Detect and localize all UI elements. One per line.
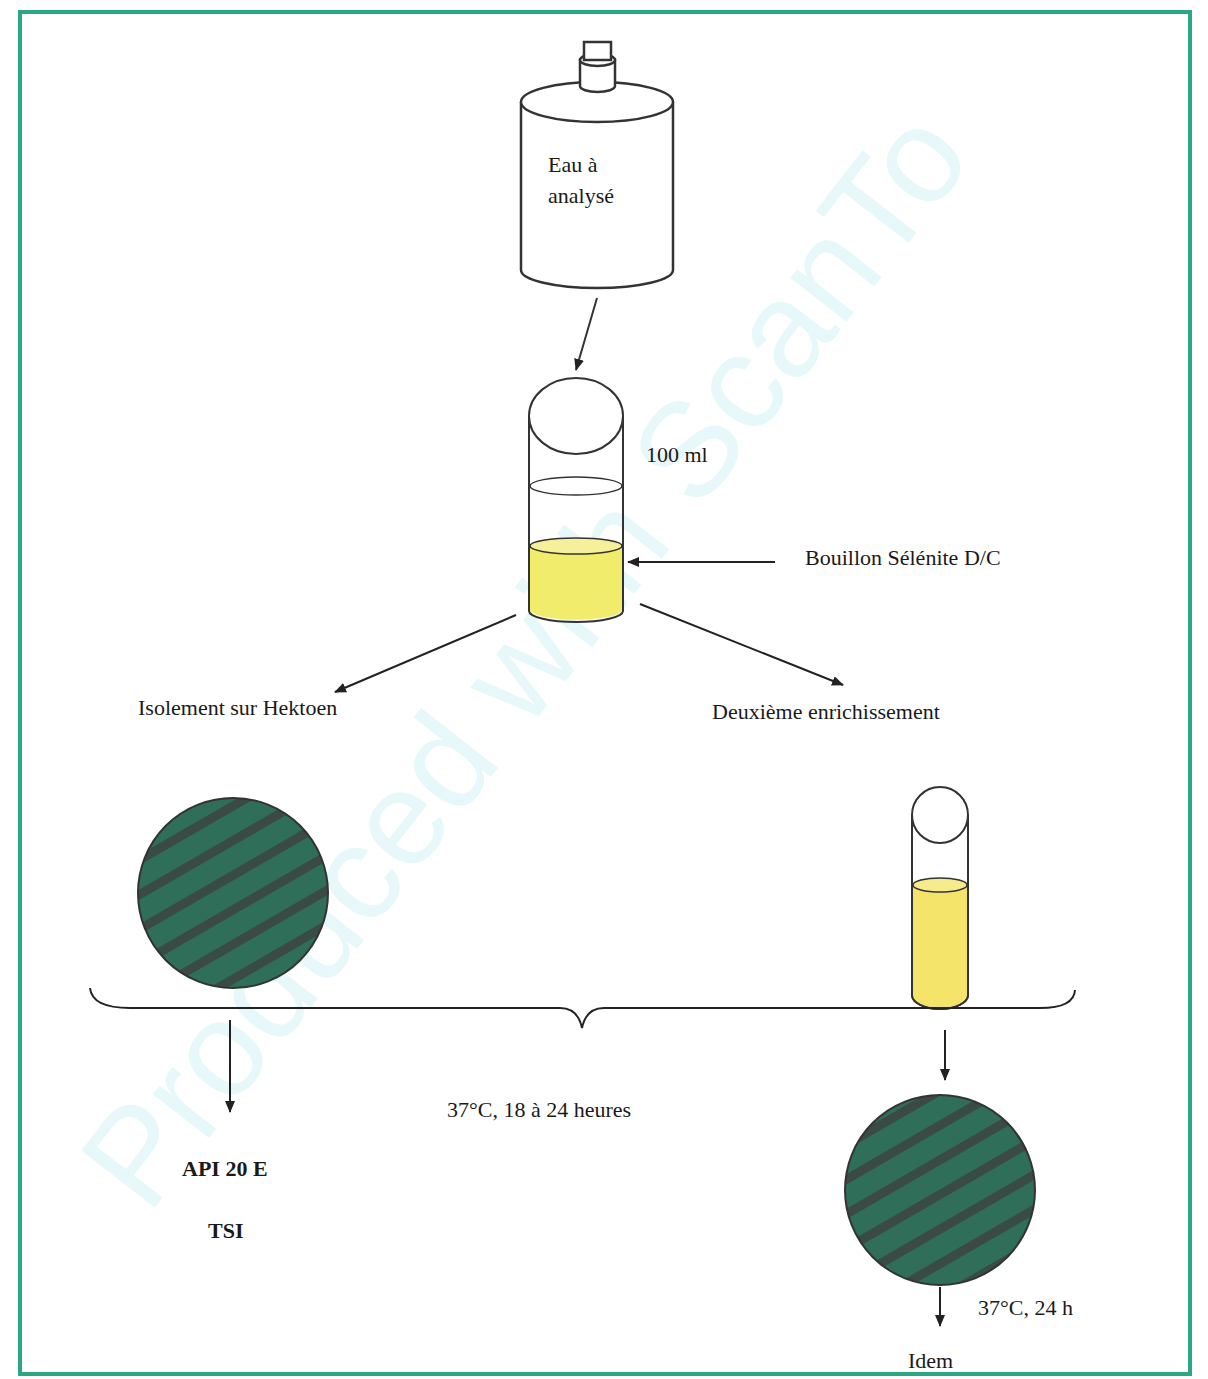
tube-node: 100 ml (526, 376, 626, 624)
tube-shape (526, 376, 626, 624)
frame (20, 12, 1190, 1374)
leader-arrow (335, 615, 516, 692)
step-label: TSI (208, 1219, 243, 1243)
brace (90, 988, 1075, 1028)
leader-arrow (628, 561, 775, 563)
volume-label: 100 ml (646, 440, 708, 471)
leader-arrow (640, 604, 843, 685)
step-label: Deuxième enrichissement (712, 700, 940, 724)
arrow (939, 1287, 941, 1326)
step-label: Idem (908, 1349, 953, 1373)
step-label: 37°C, 18 à 24 heures (447, 1098, 631, 1122)
step-label: 37°C, 24 h (978, 1296, 1073, 1320)
flow-arrow (576, 298, 597, 370)
petri-dish (138, 798, 328, 988)
step-label: API 20 E (182, 1157, 268, 1181)
step-label: Isolement sur Hektoen (138, 696, 337, 720)
vessel-label: Eau à analysé (548, 150, 648, 212)
arrow (944, 1030, 946, 1080)
petri-dish (845, 1095, 1035, 1285)
bottle-node: Eau à analysé (518, 40, 676, 292)
test-tube (912, 787, 968, 1009)
step-label: Bouillon Sélénite D/C (805, 546, 1001, 570)
arrow (229, 1020, 231, 1112)
